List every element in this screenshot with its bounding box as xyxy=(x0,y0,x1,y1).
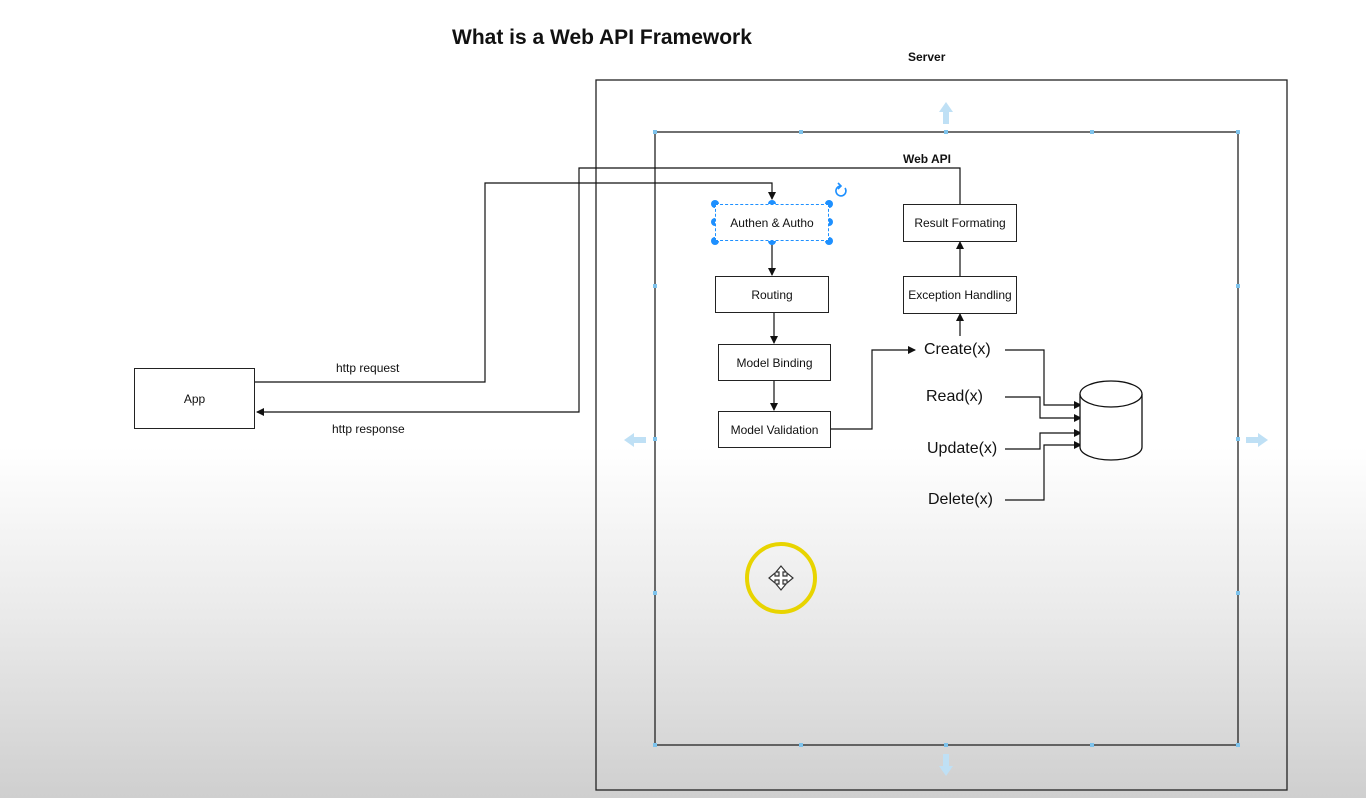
webapi-label: Web API xyxy=(903,152,952,166)
exception-handling-box[interactable]: Exception Handling xyxy=(903,276,1017,314)
exception-handling-box-label: Exception Handling xyxy=(908,288,1012,302)
http-response-connector[interactable] xyxy=(256,167,961,416)
http-response-label: http response xyxy=(332,422,405,436)
model-validation-box[interactable]: Model Validation xyxy=(718,411,831,448)
webapi-frame-markers xyxy=(653,130,1240,747)
delete-to-db-arrow[interactable] xyxy=(1005,441,1082,501)
routing-box[interactable]: Routing xyxy=(715,276,829,313)
app-box[interactable]: App xyxy=(134,368,255,429)
http-request-label: http request xyxy=(336,361,400,375)
model-binding-box-label: Model Binding xyxy=(736,355,813,370)
update-operation[interactable]: Update(x) xyxy=(927,440,998,457)
validation-to-create-arrow[interactable] xyxy=(831,346,916,430)
http-request-connector[interactable] xyxy=(255,182,776,383)
model-validation-box-label: Model Validation xyxy=(730,422,819,437)
read-operation[interactable]: Read(x) xyxy=(926,388,983,405)
create-operation[interactable]: Create(x) xyxy=(924,341,991,358)
result-formating-box[interactable]: Result Formating xyxy=(903,204,1017,242)
auth-box[interactable]: Authen & Autho xyxy=(715,204,829,241)
cursor-highlight-ring xyxy=(745,542,817,614)
read-to-db-arrow[interactable] xyxy=(1005,396,1082,422)
delete-operation[interactable]: Delete(x) xyxy=(928,491,993,508)
server-frame[interactable] xyxy=(595,79,1288,791)
routing-box-label: Routing xyxy=(751,287,793,302)
resize-arrow-icon[interactable] xyxy=(624,102,1268,776)
model-binding-box[interactable]: Model Binding xyxy=(718,344,831,381)
create-to-db-arrow[interactable] xyxy=(1005,349,1082,409)
result-formating-box-label: Result Formating xyxy=(914,216,1006,230)
page-title: What is a Web API Framework xyxy=(452,26,752,49)
app-box-label: App xyxy=(183,391,206,406)
database-icon[interactable] xyxy=(1079,380,1143,461)
rotate-icon[interactable] xyxy=(835,182,847,197)
server-label: Server xyxy=(908,50,946,64)
move-cursor-icon xyxy=(768,565,794,591)
auth-box-label: Authen & Autho xyxy=(730,215,814,230)
update-to-db-arrow[interactable] xyxy=(1005,429,1082,450)
